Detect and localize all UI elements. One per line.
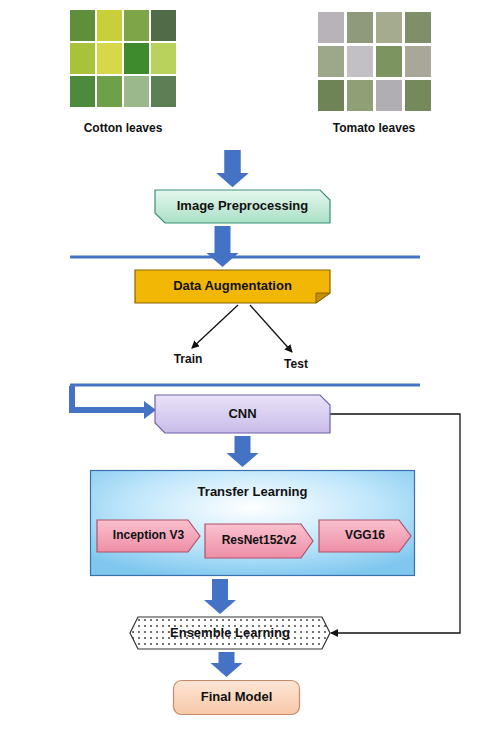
output-box: Final Model <box>173 680 300 715</box>
model-chevron: Inception V3 <box>97 520 200 552</box>
separator-line <box>70 384 420 387</box>
node-text: Transfer Learning <box>198 485 308 500</box>
flow-arrow <box>204 579 236 614</box>
flow-arrow <box>207 226 239 267</box>
split-arrow <box>250 305 292 352</box>
split-label: Test <box>268 357 324 371</box>
node-text: Final Model <box>201 690 273 705</box>
node-text: ResNet152v2 <box>222 534 297 548</box>
tomato-image-grid <box>318 12 431 111</box>
node-text: VGG16 <box>345 529 385 543</box>
image-panel: Tomato leaves <box>314 8 434 136</box>
flow-arrow <box>211 652 243 677</box>
flow-arrow <box>227 436 259 467</box>
node-text: CNN <box>228 407 256 422</box>
process-box: Data Augmentation <box>135 270 330 303</box>
model-chevron: VGG16 <box>319 520 411 552</box>
node-text: Cotton leaves <box>84 122 163 136</box>
split-label: Train <box>160 352 216 366</box>
arrow-head <box>144 401 156 419</box>
model-chevron: ResNet152v2 <box>205 524 313 558</box>
process-box: Image Preprocessing <box>155 190 330 223</box>
image-panel: Cotton leaves <box>66 8 180 136</box>
node-text: Data Augmentation <box>173 279 292 294</box>
process-box: CNN <box>155 395 330 433</box>
process-box: Ensemble Learning <box>130 617 330 649</box>
node-text: Inception V3 <box>113 529 184 543</box>
node-text: Image Preprocessing <box>177 199 309 214</box>
flow-arrow <box>217 150 249 187</box>
group-panel: Transfer LearningInception V3 ResNet152v2… <box>90 470 415 576</box>
bent-arrow <box>72 386 146 410</box>
cotton-image-grid <box>70 10 176 107</box>
node-text: Ensemble Learning <box>170 626 290 641</box>
separator-line <box>70 256 420 259</box>
flow-arrow <box>217 150 249 187</box>
node-text: Tomato leaves <box>333 122 415 136</box>
split-arrow <box>192 305 238 348</box>
